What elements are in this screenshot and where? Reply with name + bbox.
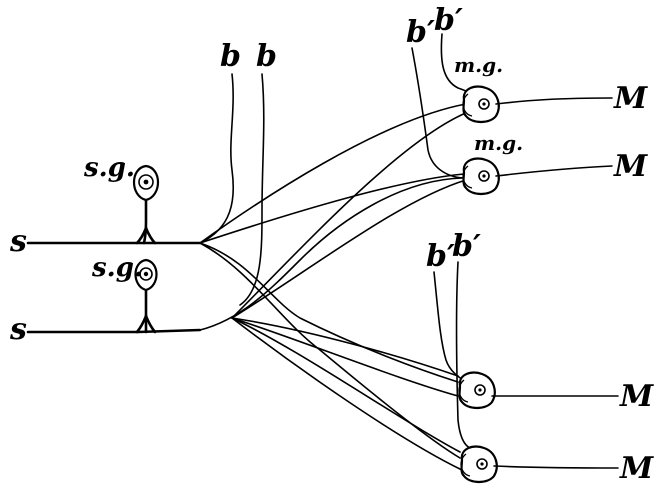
label-bp-top-right: b′: [434, 3, 463, 38]
motor-nerve-4: [493, 465, 619, 469]
fiber-l5: [231, 317, 461, 453]
fiber-l2: [231, 179, 467, 319]
label-M-1: M: [613, 81, 648, 116]
collateral-b-right: [239, 73, 265, 306]
label-bp-bottom-right: b′: [452, 229, 481, 264]
collateral-b-left: [199, 73, 235, 244]
motor-ganglion-2: [462, 157, 500, 196]
label-bp-bottom-left: b′: [426, 239, 455, 274]
collateral-bp-top-left: [411, 47, 467, 179]
fiber-l4: [231, 317, 459, 397]
label-s-bottom: s: [9, 312, 27, 347]
label-M-2: M: [613, 149, 648, 184]
fiber-u4: [199, 242, 461, 459]
label-s-top: s: [9, 224, 27, 259]
motor-nerve-2: [495, 165, 613, 177]
fiber-u2: [199, 173, 465, 244]
fiber-l3: [231, 317, 459, 377]
collateral-bp-bottom-left: [433, 271, 467, 383]
spinal-ganglion-cell-bottom: [134, 258, 158, 334]
collateral-bp-bottom-right: [455, 261, 471, 449]
fiber-u3: [199, 242, 459, 383]
label-bp-top-left: b′: [406, 15, 435, 50]
label-b-right: b: [256, 39, 277, 74]
label-b-left: b: [220, 39, 241, 74]
fiber-l1: [231, 111, 469, 319]
fiber-l6: [231, 317, 463, 471]
fiber-u1: [199, 103, 467, 244]
label-mg-top: m.g.: [454, 53, 503, 77]
label-mg-second: m.g.: [474, 131, 523, 155]
label-sg-top: s.g.: [83, 153, 135, 183]
label-sg-bottom: s.g.: [91, 253, 143, 283]
motor-ganglion-4: [460, 445, 498, 484]
motor-nerve-1: [495, 97, 613, 105]
motor-ganglion-3: [458, 371, 496, 410]
fiber-l7: [199, 177, 463, 331]
sensory-root-bottom: [26, 328, 202, 334]
spinal-ganglion-cell-top: [132, 164, 160, 245]
motor-ganglion-1: [462, 85, 500, 124]
label-M-4: M: [619, 451, 654, 486]
label-M-3: M: [619, 379, 654, 414]
